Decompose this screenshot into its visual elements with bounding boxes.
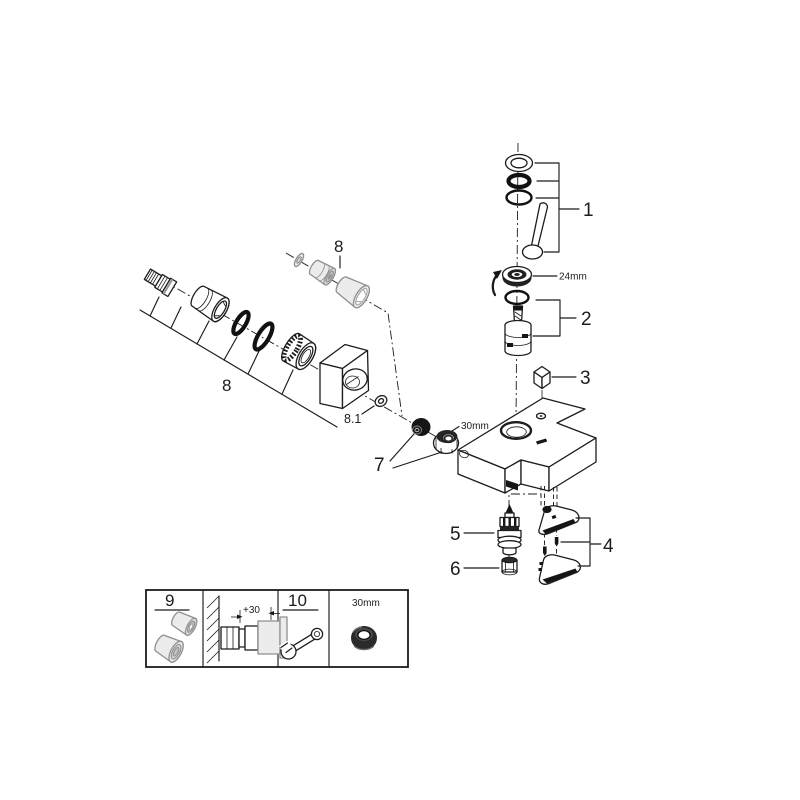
- legend-extension-dimension: +30: [243, 605, 260, 616]
- cartridge: [504, 305, 532, 357]
- callout-8-aerator: 8: [334, 237, 343, 256]
- spout-union-socket: [190, 285, 230, 323]
- spout-oring-large: [252, 321, 275, 352]
- callout-8-1-leader: [361, 405, 375, 415]
- callout-6: 6: [450, 559, 461, 580]
- callout-1: 1: [583, 200, 594, 221]
- legend-nut-size: 30mm: [352, 598, 380, 609]
- legend-escutcheon-small: [171, 611, 198, 636]
- lever-handle: [521, 202, 549, 260]
- callout-1-bracket: [534, 162, 580, 253]
- legend-nut-icon: [351, 626, 377, 651]
- non-return-valve: [497, 504, 522, 556]
- callout-3: 3: [580, 368, 591, 389]
- callout-8-spout: 8: [222, 376, 231, 395]
- cartridge-oring: [504, 289, 530, 306]
- union-nut-30mm: [432, 430, 460, 455]
- spout-ring-nut: [281, 332, 317, 371]
- callout-4: 4: [603, 536, 614, 557]
- legend-escutcheon-large: [154, 634, 184, 663]
- callout-8-leader: [139, 296, 338, 428]
- aerator-housing: [335, 276, 371, 309]
- aerator-insert: [308, 259, 337, 286]
- body-nut-dimension: 30mm: [461, 421, 489, 432]
- callout-8-1: 8.1: [344, 412, 361, 426]
- faucet-body: [457, 397, 597, 494]
- inlet-dashed-lines: [540, 486, 558, 558]
- plug-bushing: [501, 556, 518, 576]
- spout-nipple: [143, 268, 178, 298]
- legend-item9-label: 9: [165, 591, 174, 610]
- mounting-screws: [543, 537, 559, 556]
- spout-flange-block: [319, 343, 370, 410]
- spout-oring-small: [231, 309, 251, 337]
- mounting-wedge-bottom: [538, 554, 581, 585]
- cap-dimension: 24mm: [559, 272, 587, 283]
- legend-item10-label: 10: [288, 591, 307, 610]
- callout-7-bracket: [389, 433, 443, 469]
- mounting-wedge-top: [538, 505, 580, 536]
- nut-leader-line: [451, 425, 460, 432]
- spout-washer: [374, 394, 388, 408]
- aerator-washer: [293, 252, 305, 268]
- callout-2-bracket: [532, 299, 577, 337]
- callout-2: 2: [581, 309, 592, 330]
- callout-5: 5: [450, 524, 461, 545]
- wrench-icon: [279, 627, 324, 660]
- rotation-arrow-icon: [491, 270, 502, 297]
- legend-wall-mount: +30: [206, 595, 288, 664]
- callout-7: 7: [374, 455, 385, 476]
- plug-cube: [533, 365, 551, 390]
- check-valve: [411, 417, 431, 436]
- handle-rings-group: [504, 153, 534, 206]
- callout-4-bracket: [560, 517, 602, 567]
- handle-cap-24mm: [501, 265, 533, 287]
